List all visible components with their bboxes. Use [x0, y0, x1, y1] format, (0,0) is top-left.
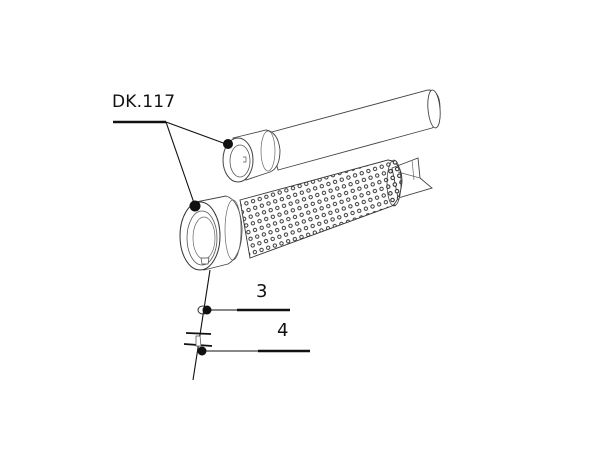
callout-main-leader — [113, 120, 233, 212]
lower-baffle — [179, 157, 433, 271]
callout-label-main: DK.117 — [112, 92, 176, 112]
callout-label-part-3: 3 — [256, 281, 268, 302]
callout-dot-lower — [189, 200, 201, 212]
callout-dot-upper — [223, 139, 233, 149]
assembly-axis — [192, 269, 211, 381]
callout-label-part-4: 4 — [277, 320, 289, 341]
upper-tube — [222, 89, 441, 183]
part-3-washer — [197, 305, 290, 315]
part-4-screw — [183, 332, 310, 356]
